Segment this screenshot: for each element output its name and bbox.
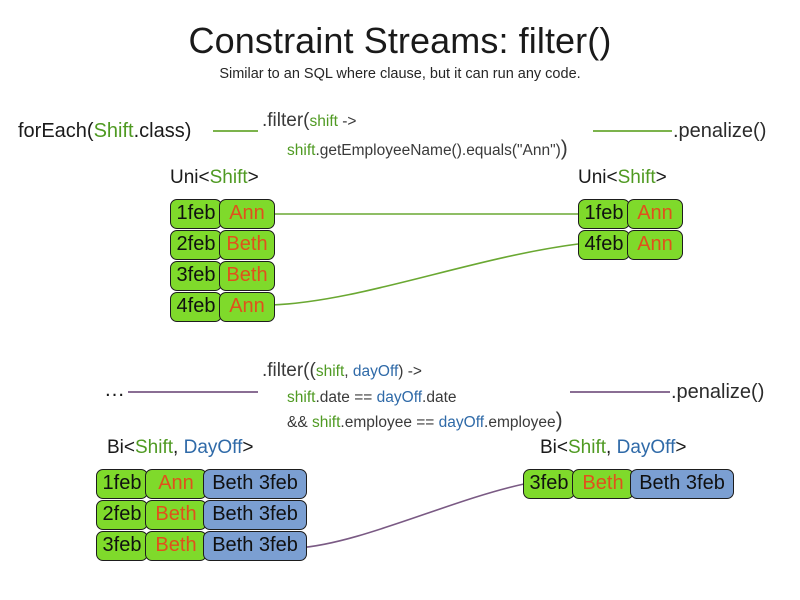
bi-output-suffix: >	[675, 437, 687, 458]
tuple-cell-date: 4feb	[578, 230, 630, 260]
uni-output-type-label: Uni<Shift>	[578, 167, 667, 189]
uni-filter-head: .filter(	[262, 110, 310, 131]
bi-filter-l2-var1: shift	[287, 389, 316, 406]
bi-input-prefix: Bi<	[107, 437, 135, 458]
uni-input-type: Shift	[209, 167, 248, 188]
tuple-cell-name: Beth	[145, 531, 207, 561]
tuple-cell-name: Ann	[627, 199, 683, 229]
uni-input-prefix: Uni<	[170, 167, 210, 188]
bi-filter-param1: shift	[315, 363, 345, 380]
bi-filter-param2: dayOff	[352, 363, 399, 380]
bi-filter-line1: .filter((shift, dayOff) ->	[262, 358, 422, 384]
bi-output-type-label: Bi<Shift, DayOff>	[540, 437, 686, 459]
bi-filter-l2-end: .date	[422, 389, 457, 406]
bi-filter-close-paren: )	[555, 409, 563, 432]
uni-penalize-call: .penalize()	[673, 120, 767, 142]
foreach-suffix: .class)	[133, 120, 192, 142]
page-title: Constraint Streams: filter()	[188, 20, 612, 61]
uni-output-suffix: >	[655, 167, 667, 188]
wire-bi-row3	[296, 483, 525, 549]
tuple-cell-date: 3feb	[523, 469, 575, 499]
tuple-cell-date: 3feb	[96, 531, 148, 561]
tuple-cell-date: 4feb	[170, 292, 222, 322]
uni-input-suffix: >	[247, 167, 259, 188]
bi-input-comma: ,	[173, 437, 184, 458]
page-subtitle: Similar to an SQL where clause, but it c…	[219, 66, 581, 82]
bi-filter-l3-mid: .employee ==	[340, 414, 439, 431]
uni-filter-line1: .filter(shift ->	[262, 108, 356, 134]
bi-input-type-label: Bi<Shift, DayOff>	[107, 437, 253, 459]
bi-filter-l3-var1: shift	[311, 414, 341, 431]
uni-input-type-label: Uni<Shift>	[170, 167, 259, 189]
tuple-cell-dayoff: Beth 3feb	[203, 531, 307, 561]
bi-input-type2: DayOff	[183, 437, 243, 458]
tuple-cell-name: Ann	[145, 469, 207, 499]
uni-output-type: Shift	[617, 167, 656, 188]
foreach-prefix: forEach(	[18, 120, 94, 142]
uni-filter-line2: shift.getEmployeeName().equals("Ann"))	[287, 136, 568, 163]
tuple-cell-date: 2feb	[96, 500, 148, 530]
bi-source-ellipsis: …	[104, 378, 126, 401]
tuple-cell-name: Ann	[627, 230, 683, 260]
bi-output-type2: DayOff	[616, 437, 676, 458]
tuple-cell-name: Ann	[219, 199, 275, 229]
tuple-cell-name: Ann	[219, 292, 275, 322]
bi-filter-comma: ,	[344, 363, 353, 380]
bi-filter-line2: shift.date == dayOff.date	[287, 385, 457, 410]
uni-filter-arrow: ->	[337, 113, 357, 130]
bi-output-prefix: Bi<	[540, 437, 568, 458]
uni-filter-close-paren: )	[560, 137, 568, 160]
uni-filter-var: shift	[287, 142, 316, 159]
tuple-cell-date: 1feb	[170, 199, 222, 229]
tuple-cell-dayoff: Beth 3feb	[630, 469, 734, 499]
bi-input-suffix: >	[242, 437, 254, 458]
bi-filter-line3: && shift.employee == dayOff.employee)	[287, 408, 563, 435]
tuple-cell-dayoff: Beth 3feb	[203, 469, 307, 499]
bi-output-type1: Shift	[568, 437, 607, 458]
bi-output-comma: ,	[606, 437, 617, 458]
tuple-cell-name: Beth	[572, 469, 634, 499]
foreach-type: Shift	[93, 120, 134, 142]
bi-filter-l2-mid: .date ==	[315, 389, 377, 406]
bi-filter-head: .filter((	[262, 360, 316, 381]
tuple-cell-name: Beth	[219, 261, 275, 291]
bi-filter-l3-and: &&	[287, 414, 312, 431]
foreach-call: forEach(Shift.class)	[18, 119, 191, 144]
tuple-cell-date: 1feb	[578, 199, 630, 229]
uni-filter-param: shift	[309, 113, 338, 130]
bi-filter-l2-var2: dayOff	[376, 389, 423, 406]
uni-filter-body: .getEmployeeName().equals("Ann")	[315, 142, 561, 159]
bi-penalize-call: .penalize()	[671, 381, 765, 403]
tuple-cell-name: Beth	[219, 230, 275, 260]
uni-output-prefix: Uni<	[578, 167, 618, 188]
wire-uni-row4	[270, 243, 579, 306]
bi-input-type1: Shift	[135, 437, 174, 458]
bi-filter-l3-end: .employee	[484, 414, 556, 431]
tuple-cell-date: 3feb	[170, 261, 222, 291]
tuple-cell-date: 2feb	[170, 230, 222, 260]
tuple-cell-date: 1feb	[96, 469, 148, 499]
bi-filter-arrow: ) ->	[398, 363, 422, 380]
tuple-cell-dayoff: Beth 3feb	[203, 500, 307, 530]
bi-filter-l3-var2: dayOff	[438, 414, 485, 431]
tuple-cell-name: Beth	[145, 500, 207, 530]
